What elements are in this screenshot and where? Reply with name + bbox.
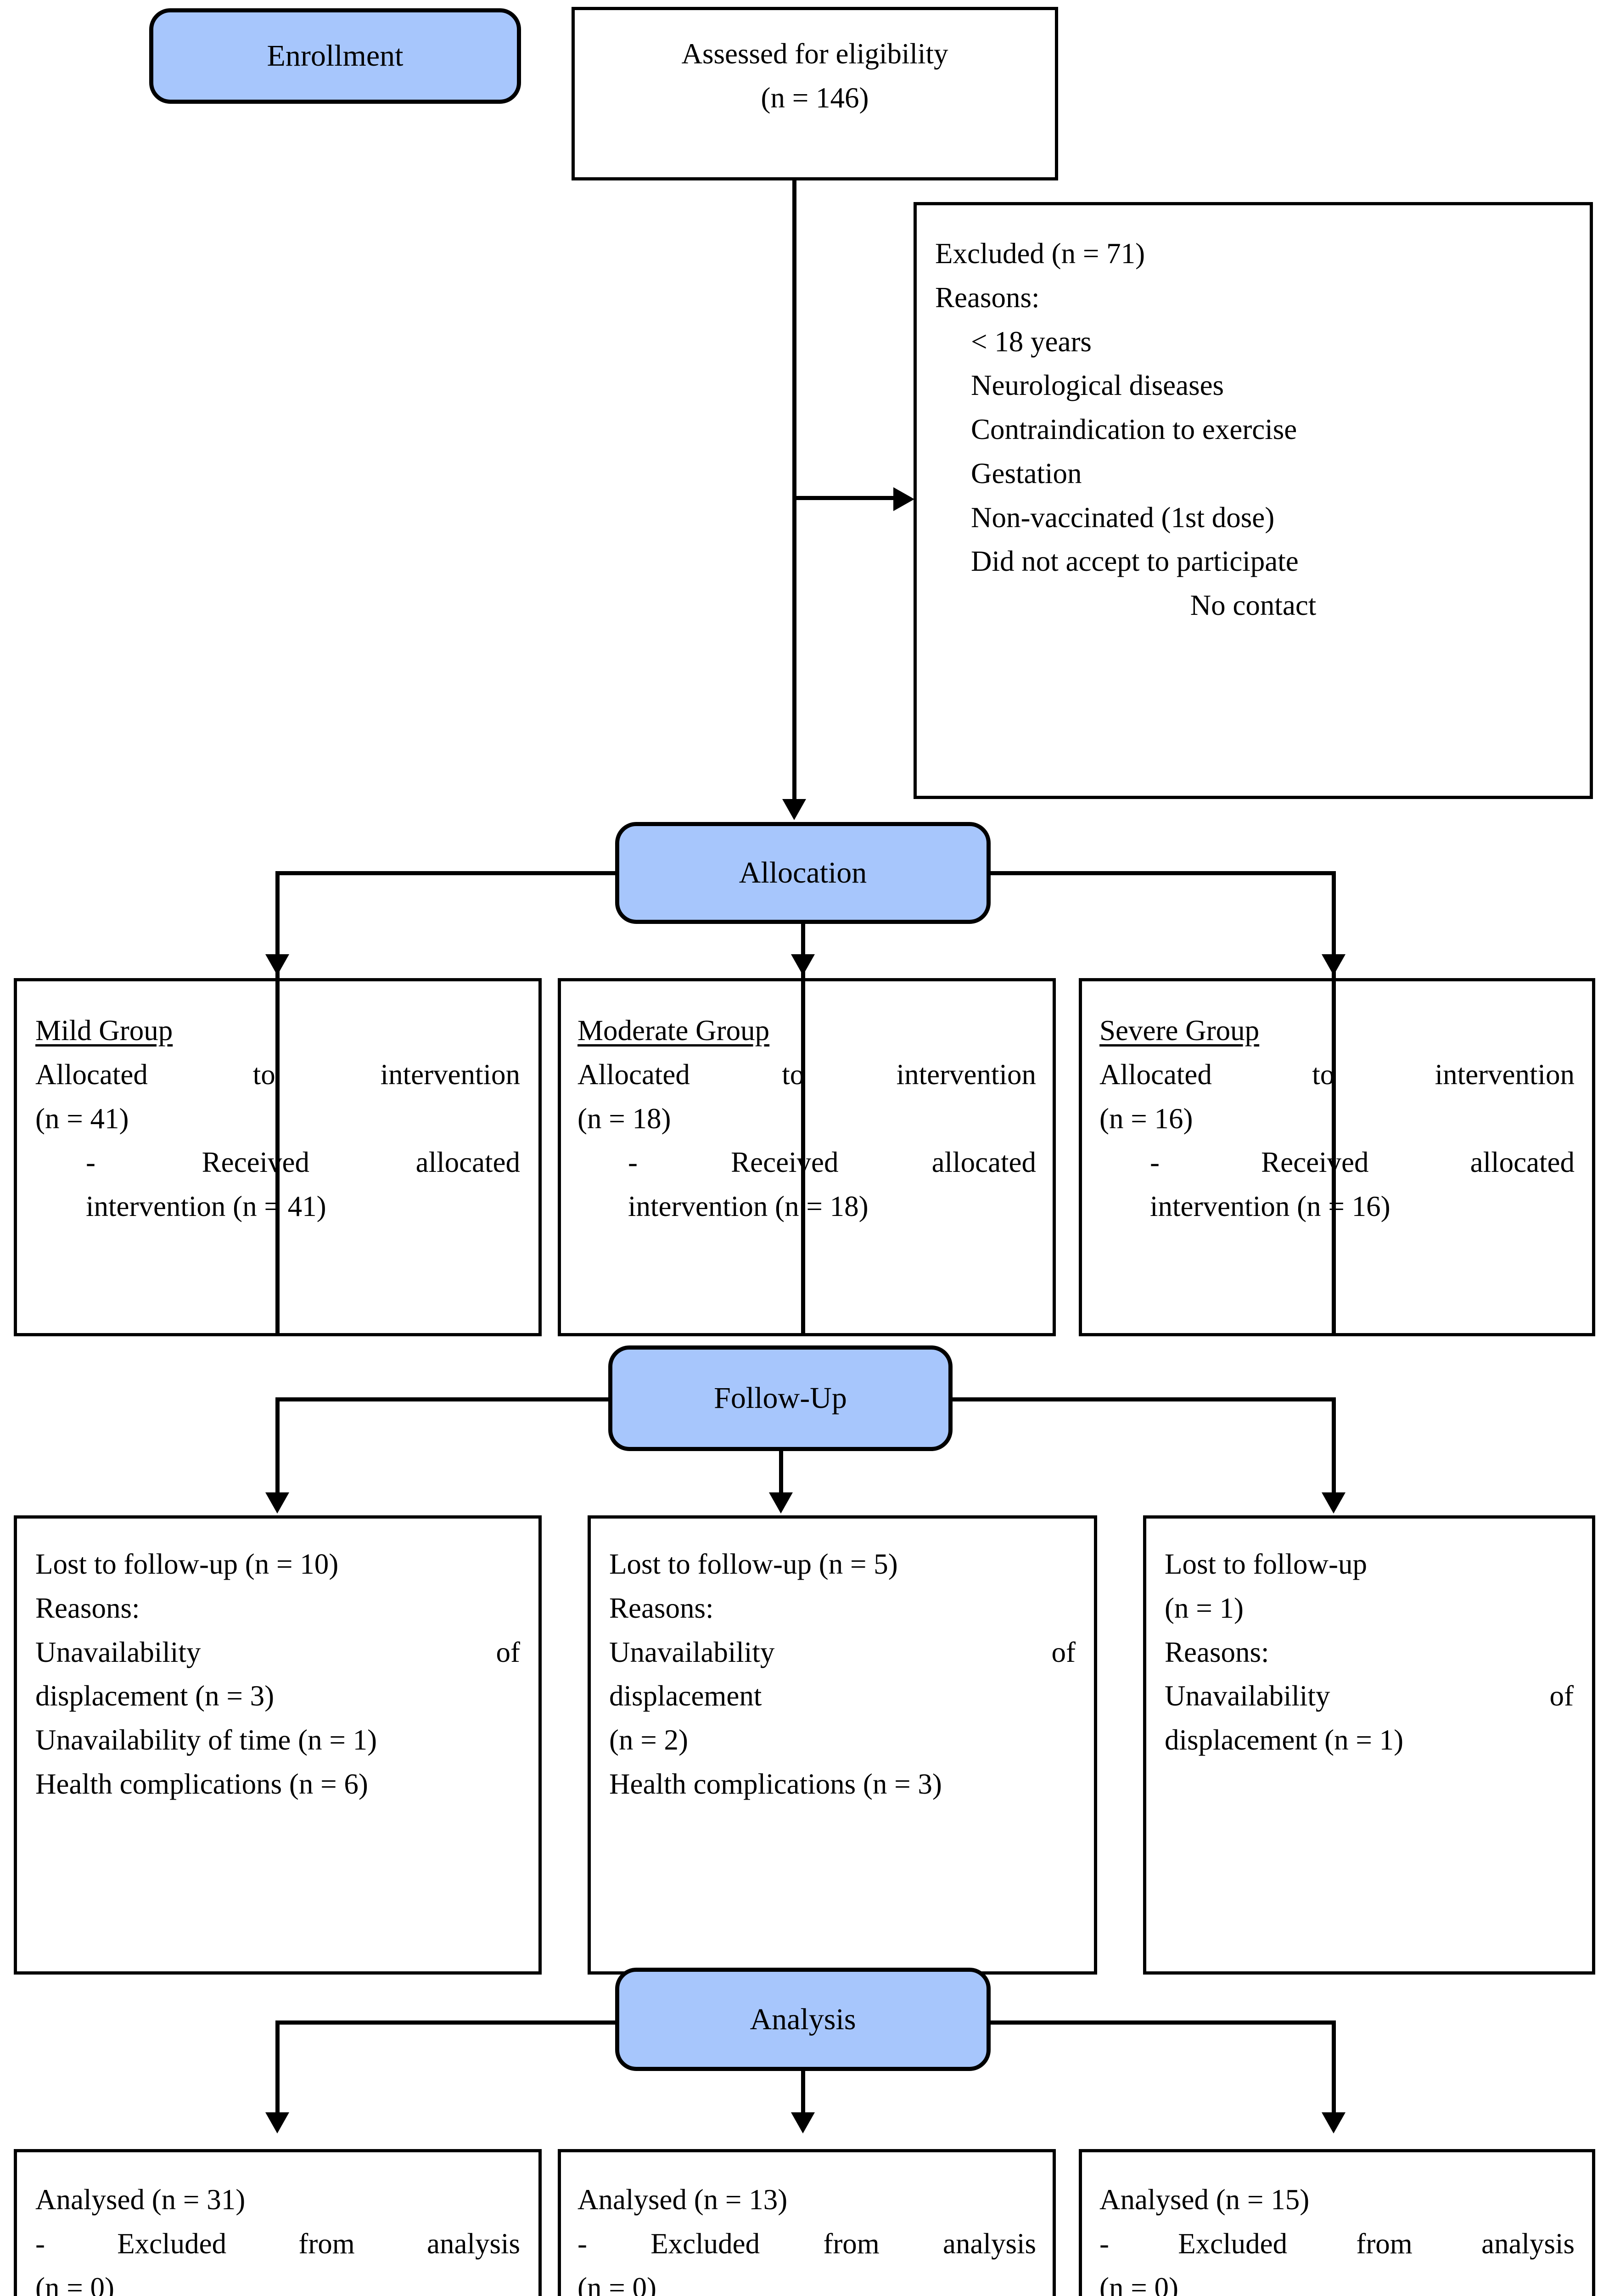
box-followup-severe: Lost to follow-up (n = 1) Reasons: Unava…: [1143, 1515, 1595, 1975]
excluded-reason-1: Neurological diseases: [971, 369, 1224, 402]
arrowhead-to-excluded: [893, 487, 914, 511]
box-allocation-severe: Severe Group Allocated to intervention (…: [1079, 978, 1595, 1336]
stage-badge-followup-label: Follow-Up: [714, 1381, 847, 1415]
connector-allocation-left-arm: [275, 871, 619, 875]
connector-analysis-right-drop: [1332, 2020, 1336, 2126]
box-allocation-moderate: Moderate Group Allocated to intervention…: [558, 978, 1056, 1336]
followup-lost-line1-mild: Lost to follow-up (n = 10): [35, 1548, 339, 1580]
connector-analysis-right-arm: [987, 2020, 1336, 2025]
excluded-reason-4: Non-vaccinated (1st dose): [971, 501, 1275, 534]
connector-followup-left-drop: [275, 1397, 280, 1508]
connector-eligibility-to-allocation: [792, 180, 796, 800]
followup-reason-a-line1-severe: Unavailability of: [1165, 1680, 1574, 1712]
followup-reason-a-line2-severe: displacement (n = 1): [1165, 1724, 1404, 1756]
assessed-line-2: (n = 146): [761, 81, 869, 114]
allocation-received-line2-severe: intervention (n = 16): [1150, 1190, 1390, 1222]
followup-lost-line2-severe: (n = 1): [1165, 1592, 1244, 1624]
allocation-received-line2-moderate: intervention (n = 18): [628, 1190, 869, 1222]
followup-reason-a-line1-moderate: Unavailability of: [609, 1636, 1076, 1668]
stage-badge-enrollment: Enrollment: [149, 8, 521, 104]
analysis-excluded-line2-mild: (n = 0): [35, 2271, 114, 2296]
followup-reason-a-line1-mild: Unavailability of: [35, 1636, 520, 1668]
followup-lost-line1-moderate: Lost to follow-up (n = 5): [609, 1548, 898, 1580]
allocation-received-line1-severe: - Received allocated: [1150, 1146, 1575, 1179]
connector-analysis-mid-drop: [801, 2071, 805, 2126]
stage-badge-allocation: Allocation: [615, 822, 991, 924]
box-analysis-mild: Analysed (n = 31) - Excluded from analys…: [14, 2149, 542, 2296]
stage-badge-enrollment-label: Enrollment: [267, 39, 404, 73]
arrowhead-analysis-moderate: [791, 2112, 815, 2133]
analysis-excluded-line1-moderate: - Excluded from analysis: [577, 2227, 1036, 2260]
connector-followup-mid-drop: [779, 1451, 783, 1508]
allocation-allocated-line1-moderate: Allocated to intervention: [577, 1058, 1036, 1091]
excluded-reason-0: < 18 years: [971, 325, 1092, 358]
allocation-allocated-line2-moderate: (n = 18): [577, 1102, 671, 1135]
stage-badge-followup: Follow-Up: [608, 1345, 953, 1451]
excluded-reason-6: No contact: [1190, 589, 1317, 621]
arrowhead-allocation-severe: [1322, 954, 1346, 975]
box-assessed-for-eligibility: Assessed for eligibility (n = 146): [572, 7, 1058, 180]
arrowhead-analysis-mild: [265, 2112, 289, 2133]
stage-badge-analysis-label: Analysis: [750, 2002, 856, 2036]
arrowhead-followup-mild: [265, 1492, 289, 1514]
allocation-group-title-mild: Mild Group: [35, 1014, 173, 1047]
arrowhead-followup-moderate: [769, 1492, 793, 1514]
excluded-reason-5: Did not accept to participate: [971, 545, 1299, 578]
connector-analysis-left-drop: [275, 2020, 280, 2126]
analysis-excluded-line2-moderate: (n = 0): [577, 2271, 656, 2296]
excluded-reason-2: Contraindication to exercise: [971, 413, 1297, 445]
followup-reason-a-line3-moderate: (n = 2): [609, 1724, 688, 1756]
analysis-excluded-line1-mild: - Excluded from analysis: [35, 2227, 520, 2260]
box-followup-mild: Lost to follow-up (n = 10) Reasons: Unav…: [14, 1515, 542, 1975]
allocation-allocated-line2-mild: (n = 41): [35, 1102, 129, 1135]
excluded-heading: Excluded (n = 71): [935, 237, 1145, 270]
connector-followup-left-arm: [275, 1397, 611, 1401]
arrowhead-eligibility-to-allocation: [782, 799, 806, 820]
allocation-allocated-line1-severe: Allocated to intervention: [1099, 1058, 1575, 1091]
box-analysis-moderate: Analysed (n = 13) - Excluded from analys…: [558, 2149, 1056, 2296]
followup-reason-a-line2-moderate: displacement: [609, 1680, 762, 1712]
excluded-reason-3: Gestation: [971, 457, 1082, 490]
arrowhead-allocation-mild: [265, 954, 289, 975]
box-analysis-severe: Analysed (n = 15) - Excluded from analys…: [1079, 2149, 1595, 2296]
connector-followup-right-arm: [950, 1397, 1336, 1401]
allocation-group-title-moderate: Moderate Group: [577, 1014, 770, 1047]
arrowhead-followup-severe: [1322, 1492, 1346, 1514]
arrowhead-allocation-moderate: [791, 954, 815, 975]
followup-reason-b-mild: Unavailability of time (n = 1): [35, 1724, 377, 1756]
allocation-received-line2-mild: intervention (n = 41): [86, 1190, 326, 1222]
connector-allocation-right-drop: [1332, 871, 1336, 1335]
analysis-analysed-severe: Analysed (n = 15): [1099, 2183, 1310, 2216]
excluded-reasons-label: Reasons:: [935, 281, 1040, 314]
followup-reason-c-moderate: Health complications (n = 3): [609, 1767, 942, 1800]
allocation-received-line1-moderate: - Received allocated: [628, 1146, 1036, 1179]
connector-allocation-right-arm: [987, 871, 1336, 875]
followup-reasons-label-mild: Reasons:: [35, 1592, 140, 1624]
stage-badge-allocation-label: Allocation: [739, 856, 867, 889]
followup-reason-a-line2-mild: displacement (n = 3): [35, 1680, 275, 1712]
followup-reason-c-mild: Health complications (n = 6): [35, 1767, 368, 1800]
connector-allocation-left-drop: [275, 871, 280, 1335]
allocation-allocated-line2-severe: (n = 16): [1099, 1102, 1193, 1135]
analysis-excluded-line2-severe: (n = 0): [1099, 2271, 1178, 2296]
connector-to-excluded: [792, 496, 894, 500]
analysis-analysed-mild: Analysed (n = 31): [35, 2183, 246, 2216]
assessed-line-1: Assessed for eligibility: [681, 38, 948, 70]
arrowhead-analysis-severe: [1322, 2112, 1346, 2133]
stage-badge-analysis: Analysis: [615, 1968, 991, 2071]
allocation-group-title-severe: Severe Group: [1099, 1014, 1260, 1047]
analysis-excluded-line1-severe: - Excluded from analysis: [1099, 2227, 1575, 2260]
connector-allocation-mid-drop: [801, 924, 805, 1335]
connector-followup-right-drop: [1332, 1397, 1336, 1508]
followup-lost-line1-severe: Lost to follow-up: [1165, 1548, 1367, 1580]
box-followup-moderate: Lost to follow-up (n = 5) Reasons: Unava…: [588, 1515, 1097, 1975]
followup-reasons-label-severe: Reasons:: [1165, 1636, 1269, 1668]
analysis-analysed-moderate: Analysed (n = 13): [577, 2183, 788, 2216]
box-excluded: Excluded (n = 71) Reasons: < 18 years Ne…: [914, 202, 1593, 799]
followup-reasons-label-moderate: Reasons:: [609, 1592, 714, 1624]
allocation-received-line1-mild: - Received allocated: [86, 1146, 520, 1179]
connector-analysis-left-arm: [275, 2020, 619, 2025]
